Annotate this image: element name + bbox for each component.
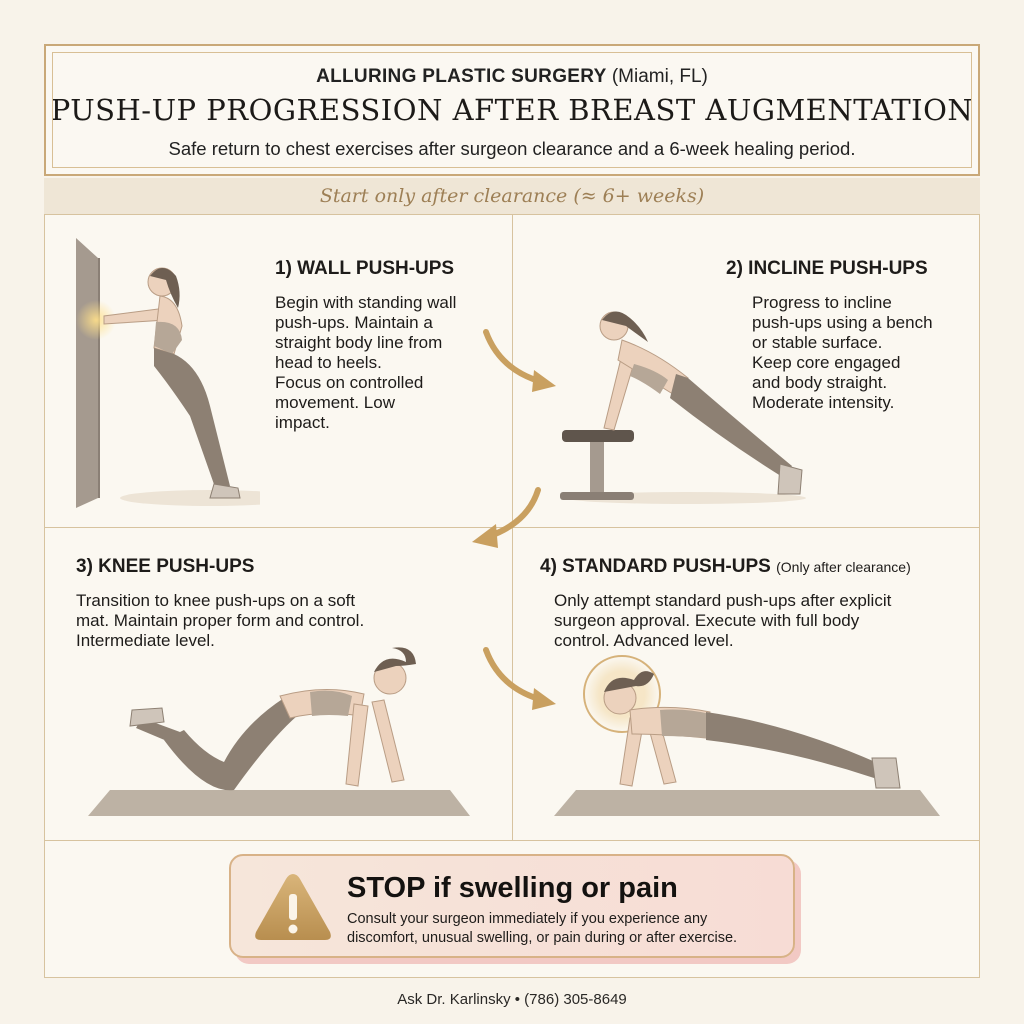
step-4-title-note: (Only after clearance)	[776, 559, 911, 575]
step-4-text: Only attempt standard push-ups after exp…	[554, 591, 892, 650]
step-1-title: 1) WALL PUSH-UPS	[275, 258, 455, 279]
clinic-location: (Miami, FL)	[611, 66, 708, 87]
alert-text: Consult your surgeon immediately if you …	[347, 911, 738, 946]
knee-pushup-illustration	[88, 647, 470, 816]
incline-pushup-illustration	[560, 311, 806, 504]
arrow-step3-to-step4-icon	[483, 647, 556, 710]
stop-alert-box: STOP if swelling or pain Consult your su…	[229, 854, 795, 958]
clinic-line: ALLURING PLASTIC SURGERY (Miami, FL)	[46, 66, 978, 88]
step-2-title: 2) INCLINE PUSH-UPS	[726, 258, 928, 279]
header-box: ALLURING PLASTIC SURGERY (Miami, FL) PUS…	[44, 44, 980, 176]
page-title: PUSH-UP PROGRESSION AFTER BREAST AUGMENT…	[50, 93, 974, 127]
grid-divider-bottom	[44, 840, 980, 841]
standard-pushup-illustration	[554, 655, 940, 816]
clinic-name: ALLURING PLASTIC SURGERY	[316, 66, 607, 87]
arrow-step2-to-step3-icon	[472, 487, 541, 548]
step-3-title: 3) KNEE PUSH-UPS	[76, 556, 255, 577]
step-4-title: 4) STANDARD PUSH-UPS (Only after clearan…	[540, 556, 911, 578]
arrow-step1-to-step2-icon	[483, 329, 556, 392]
page-subtitle: Safe return to chest exercises after sur…	[168, 138, 856, 159]
wall-pushup-illustration	[76, 238, 260, 508]
step-4-title-text: 4) STANDARD PUSH-UPS	[540, 556, 771, 577]
warning-triangle-icon	[255, 874, 331, 940]
footer-contact: Ask Dr. Karlinsky • (786) 305-8649	[397, 991, 627, 1008]
clearance-ribbon: Start only after clearance (≈ 6+ weeks)	[44, 178, 980, 214]
alert-title: STOP if swelling or pain	[347, 872, 678, 904]
